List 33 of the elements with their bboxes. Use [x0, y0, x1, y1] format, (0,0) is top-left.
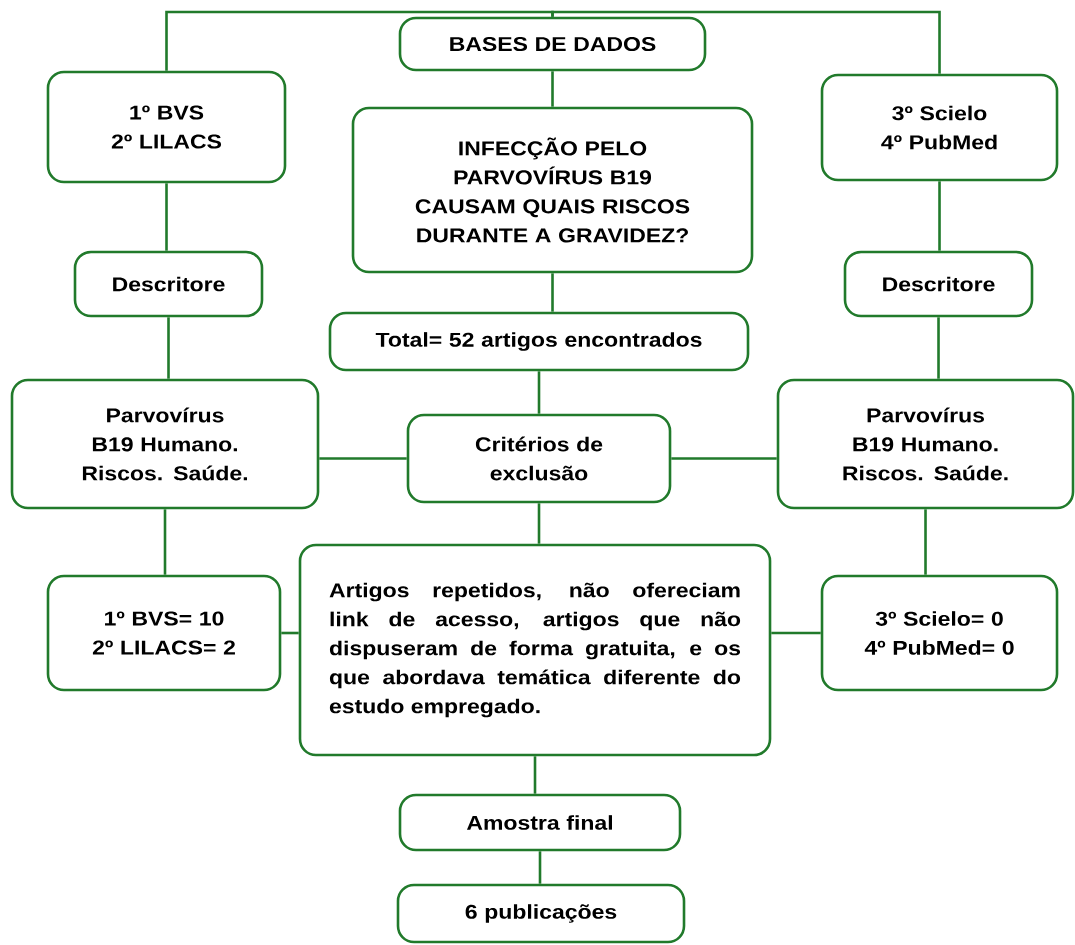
connector-line: [281, 631, 299, 635]
process-box: Amostra final: [398, 793, 682, 852]
connector-line: [551, 10, 941, 74]
process-box: Parvovírus B19 Humano. Riscos. Saúde.: [10, 378, 320, 510]
heading-box: BASES DE DADOS: [398, 16, 707, 72]
connector-line: [537, 371, 541, 414]
process-box: Descritore: [73, 250, 264, 318]
connector-line: [551, 71, 554, 107]
connector-line: [537, 503, 541, 544]
process-box: 1º BVS= 10 2º LILACS= 2: [46, 574, 282, 692]
process-box: Descritore: [843, 250, 1034, 318]
process-box: Artigos repetidos, não ofereciam link de acesso, artigos que não dispuseram de forma gratuita, e os que abordava temática diferente do estudo empregado.: [298, 543, 772, 757]
question-box: INFECÇÃO PELO PARVOVÍRUS B19 CAUSAM QUAIS RISCOS DURANTE A GRAVIDEZ?: [351, 106, 754, 274]
connector-line: [771, 631, 821, 635]
process-box: Critérios de exclusão: [406, 413, 672, 504]
process-box: Parvovírus B19 Humano. Riscos. Saúde.: [776, 378, 1075, 510]
connector-line: [165, 183, 168, 251]
connector-line: [538, 851, 542, 884]
connector-line: [938, 181, 941, 251]
connector-line: [924, 509, 927, 575]
connector-line: [165, 10, 554, 71]
connector-line: [163, 509, 167, 575]
process-box: 3º Scielo= 0 4º PubMed= 0: [820, 574, 1059, 692]
connector-line: [319, 457, 407, 460]
connector-line: [167, 317, 170, 379]
process-box: 6 publicações: [396, 883, 686, 944]
process-box: 1º BVS 2º LILACS: [46, 70, 287, 184]
process-box: Total= 52 artigos encontrados: [328, 311, 750, 372]
connector-line: [533, 756, 537, 794]
connector-line: [551, 273, 554, 312]
process-box: 3º Scielo 4º PubMed: [820, 73, 1059, 182]
connector-line: [937, 317, 940, 379]
connector-line: [671, 457, 777, 460]
